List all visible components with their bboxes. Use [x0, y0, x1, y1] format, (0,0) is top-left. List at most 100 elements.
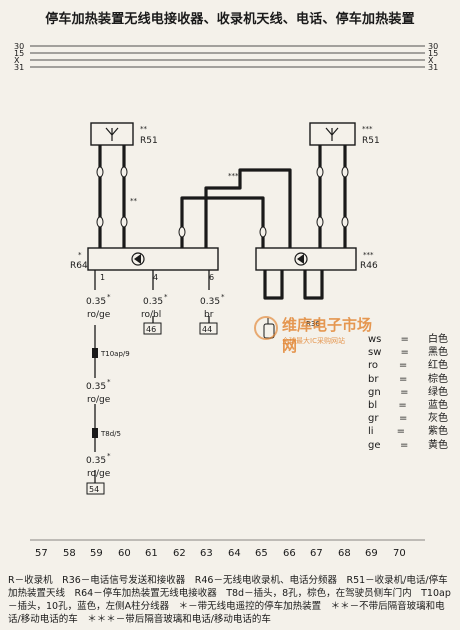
site-watermark: 维库电子市场网 全球最大IC采购网站: [254, 314, 374, 355]
rail-30-label-left: 30: [14, 42, 24, 51]
rail-15-label-left: 15: [14, 49, 24, 58]
rail-15-label-right: 15: [428, 49, 438, 58]
ref-boxes: [86, 322, 218, 495]
wire-3-star: *: [221, 293, 225, 301]
crossover-cable-stars: ***: [228, 172, 239, 180]
legend-row: gr=灰色: [368, 413, 448, 425]
r64-label: R64: [70, 261, 88, 271]
legend-color-name: 绿色: [427, 386, 448, 398]
wire-2-star: *: [164, 293, 168, 301]
watermark-sub-text: 全球最大IC采购网站: [282, 337, 345, 345]
antenna-r51-left: [90, 122, 134, 146]
wire-1-gauge: 0.35: [86, 297, 106, 307]
legend-code: br: [368, 373, 379, 385]
wire-5-gauge: 0.35: [86, 456, 106, 466]
grid-66: 66: [283, 548, 296, 559]
r46-stars: ***: [363, 251, 374, 259]
r64-pin-6: 6: [209, 273, 214, 282]
watermark-main-text: 维库电子市场网: [282, 316, 373, 355]
legend-row: ge=黄色: [368, 439, 448, 451]
legend-color-name: 黑色: [428, 347, 448, 359]
rail-x-label-right: X: [428, 56, 434, 65]
legend-color-name: 红色: [428, 360, 448, 372]
wire-2-color: ro/bl: [141, 310, 161, 320]
legend-code: gn: [368, 386, 381, 398]
wire-5-star: *: [107, 452, 111, 460]
grid-61: 61: [145, 548, 158, 559]
ref-46: 46: [146, 325, 156, 334]
legend-color-name: 灰色: [427, 413, 448, 425]
grid-62: 62: [173, 548, 186, 559]
wire-5-color: ro/ge: [87, 469, 111, 479]
wire-end-markers: [92, 348, 98, 438]
legend-row: ro=红色: [368, 360, 448, 372]
grid-58: 58: [63, 548, 76, 559]
r64-pin-1: 1: [100, 273, 105, 282]
watermark-logo-icon: [254, 316, 278, 340]
receiver-r64: [87, 247, 219, 271]
legend-code: ws: [368, 334, 382, 345]
legend-code: ge: [368, 439, 381, 451]
grid-numbers: 57 58 59 60 61 62 63 64 65 66 67 68 69 7…: [35, 548, 406, 559]
legend-code: sw: [368, 347, 382, 359]
r51-left-stars: **: [140, 125, 148, 133]
grid-64: 64: [228, 548, 241, 559]
legend-color-name: 蓝色: [428, 400, 448, 412]
grid-70: 70: [393, 548, 406, 559]
legend-code: ro: [368, 360, 379, 372]
grid-68: 68: [338, 548, 351, 559]
wire-color-legend: ws=白色 sw=黑色 ro=红色 br=棕色 gn=绿色 bl=蓝色 gr=灰…: [368, 333, 448, 452]
r51-right-stars: ***: [362, 125, 373, 133]
legend-code: li: [368, 426, 374, 438]
connector-t10ap-label: T10ap/9: [100, 350, 130, 358]
legend-color-name: 黄色: [427, 439, 448, 451]
supply-rails: [30, 45, 425, 68]
legend-row: gn=绿色: [368, 386, 448, 398]
r64-pin-4: 4: [153, 273, 158, 282]
antenna-r51-right: [309, 122, 356, 146]
legend-row: ws=白色: [368, 334, 448, 345]
grid-59: 59: [90, 548, 103, 559]
legend-color-name: 紫色: [427, 426, 448, 438]
wire-3-gauge: 0.35: [200, 297, 220, 307]
wire-4-color: ro/ge: [87, 395, 111, 405]
grid-63: 63: [200, 548, 213, 559]
ref-54: 54: [89, 485, 99, 494]
component-key-text: R－收录机 R36－电话信号发送和接收器 R46－无线电收录机、电话分频器 R5…: [8, 575, 451, 625]
ref-44: 44: [202, 325, 212, 334]
grid-60: 60: [118, 548, 131, 559]
r46-label: R46: [360, 261, 378, 271]
grid-57: 57: [35, 548, 48, 559]
wire-labels: 0.35 * ro/ge 0.35 * ro/bl 0.35 * br 0.35…: [86, 293, 225, 479]
legend-row: bl=蓝色: [368, 400, 448, 412]
legend-color-name: 棕色: [427, 373, 448, 385]
grid-69: 69: [365, 548, 378, 559]
rail-30-label-right: 30: [428, 42, 438, 51]
splitter-r46: [255, 247, 357, 271]
diagram-title: 停车加热装置无线电接收器、收录机天线、电话、停车加热装置: [45, 12, 415, 27]
rail-x-label-left: X: [14, 56, 20, 65]
left-cable-stars: **: [130, 197, 138, 205]
wire-3-color: br: [204, 310, 214, 320]
r51-right-label: R51: [362, 136, 380, 146]
wire-4-star: *: [107, 378, 111, 386]
grid-67: 67: [310, 548, 323, 559]
legend-code: bl: [368, 400, 378, 412]
r36-label: R36: [306, 320, 320, 328]
legend-row: li=紫色: [368, 426, 448, 438]
wire-1-color: ro/ge: [87, 310, 111, 320]
grid-65: 65: [255, 548, 268, 559]
wire-4-gauge: 0.35: [86, 382, 106, 392]
wire-1-star: *: [107, 293, 111, 301]
signal-wires: [94, 270, 210, 483]
antenna-cables: [98, 145, 347, 300]
legend-code: gr: [368, 413, 379, 425]
rail-31-label-left: 31: [14, 63, 24, 72]
rail-31-label-right: 31: [428, 63, 438, 72]
connector-t8d-label: T8d/5: [100, 430, 121, 438]
wire-2-gauge: 0.35: [143, 297, 163, 307]
legend-color-name: 白色: [428, 334, 448, 345]
legend-row: br=棕色: [368, 373, 448, 385]
cable-sockets: [96, 166, 349, 238]
